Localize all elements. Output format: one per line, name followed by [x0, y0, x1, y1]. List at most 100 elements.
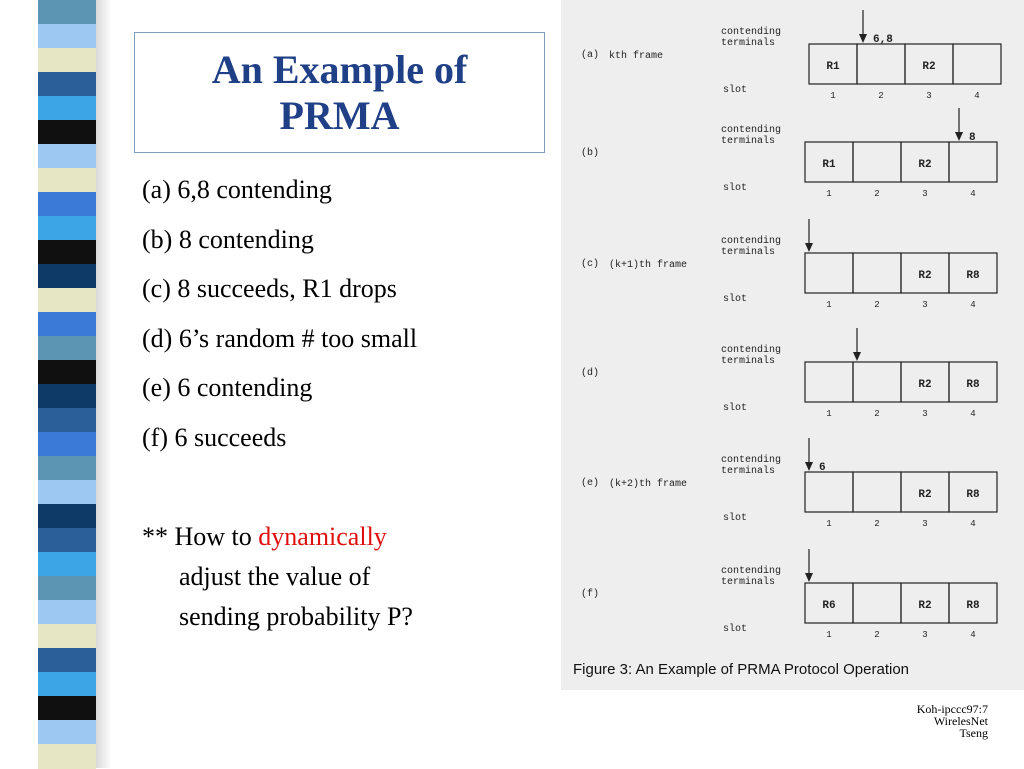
stripe-block — [38, 504, 96, 529]
footer-line-1: Koh-ipccc97:7 — [916, 702, 988, 716]
slot-cell — [804, 361, 854, 403]
slot-number: 4 — [970, 630, 975, 640]
bullet-e: (e) 6 contending — [142, 373, 313, 402]
slot-number: 4 — [970, 409, 975, 419]
frame-label: (k+1)th frame — [609, 259, 687, 271]
arrow-label: 6,8 — [873, 34, 893, 46]
slot-label: slot — [723, 182, 747, 194]
arrow-head — [805, 573, 813, 582]
slot-number: 2 — [878, 91, 883, 101]
stripe-block — [38, 48, 96, 73]
slot-number: 3 — [922, 300, 927, 310]
question-prefix: ** How to — [142, 522, 259, 551]
slot-cell — [948, 252, 998, 294]
stripe-block — [38, 240, 96, 265]
arrow-head — [859, 34, 867, 43]
panel-tag: (c) — [581, 258, 599, 270]
slot-label: slot — [723, 623, 747, 635]
stripe-shadow — [96, 0, 112, 768]
stripe-block — [38, 480, 96, 505]
stripe-block — [38, 264, 96, 289]
stripe-block — [38, 72, 96, 97]
slot-label: slot — [723, 512, 747, 524]
slot-number: 2 — [874, 519, 879, 529]
slot-reservation: R2 — [918, 159, 931, 171]
arrow-label: 8 — [969, 132, 976, 144]
question-emphasis: dynamically — [258, 522, 387, 551]
figure-caption: Figure 3: An Example of PRMA Protocol Op… — [573, 661, 909, 678]
bullet-d: (d) 6’s random # too small — [142, 323, 418, 353]
slot-number: 2 — [874, 409, 879, 419]
title-box: An Example of PRMA — [134, 32, 545, 153]
slot-number: 1 — [826, 409, 831, 419]
slot-reservation: R8 — [966, 489, 980, 501]
arrow-head — [955, 132, 963, 141]
contending-label-2: terminals — [721, 37, 775, 49]
stripe-block — [38, 696, 96, 721]
slot-reservation: R2 — [918, 600, 931, 612]
stripe-block — [38, 648, 96, 673]
slot-reservation: R2 — [918, 270, 931, 282]
stripe-block — [38, 624, 96, 649]
slot-cell — [948, 582, 998, 624]
slot-number: 2 — [874, 630, 879, 640]
bullet-f: (f) 6 succeeds — [142, 422, 287, 452]
slot-cell — [952, 43, 1002, 85]
slot-number: 1 — [826, 630, 831, 640]
contending-label-1: contending — [721, 454, 781, 466]
stripe-block — [38, 0, 96, 25]
stripe-block — [38, 672, 96, 697]
slide-title: An Example of PRMA — [211, 46, 468, 138]
stripe-block — [38, 384, 96, 409]
contending-label-2: terminals — [721, 465, 775, 477]
bullet-a: (a) 6,8 contending — [142, 175, 332, 204]
bullet-c: (c) 8 succeeds, R1 drops — [142, 274, 397, 303]
decorative-left-stripe — [0, 0, 112, 769]
question-line-2: adjust the value of — [179, 562, 371, 591]
slot-reservation: R6 — [822, 600, 835, 612]
slot-cell — [852, 252, 902, 294]
slot-number: 3 — [922, 519, 927, 529]
slot-number: 1 — [826, 189, 831, 199]
arrow-head — [805, 243, 813, 252]
panel-tag: (b) — [581, 147, 599, 159]
panel-tag: (f) — [581, 588, 599, 600]
stripe-block — [38, 336, 96, 361]
stripe-block — [38, 120, 96, 145]
slot-number: 4 — [970, 189, 975, 199]
footer-line-2: WirelesNet — [933, 714, 988, 728]
stripe-block — [38, 24, 96, 49]
stripe-block — [38, 96, 96, 121]
slot-label: slot — [723, 84, 747, 96]
slot-number: 2 — [874, 189, 879, 199]
stripe-block — [38, 744, 96, 769]
contending-label-1: contending — [721, 124, 781, 136]
arrow-label: 6 — [819, 462, 826, 474]
slot-reservation: R2 — [922, 61, 935, 73]
slot-reservation: R8 — [966, 379, 980, 391]
slot-number: 3 — [922, 189, 927, 199]
slot-cell — [852, 141, 902, 183]
slot-number: 3 — [922, 630, 927, 640]
stripe-block — [38, 720, 96, 745]
contending-label-2: terminals — [721, 355, 775, 367]
stripe-block — [38, 288, 96, 313]
slot-number: 2 — [874, 300, 879, 310]
contending-label-1: contending — [721, 26, 781, 38]
slot-reservation: R1 — [822, 159, 836, 171]
slot-reservation: R2 — [918, 489, 931, 501]
bullet-list: (a) 6,8 contending (b) 8 contending (c) … — [142, 172, 552, 469]
slot-reservation: R1 — [826, 61, 840, 73]
contending-label-1: contending — [721, 235, 781, 247]
stripe-block — [38, 216, 96, 241]
contending-label-2: terminals — [721, 246, 775, 258]
slot-number: 4 — [974, 91, 979, 101]
slot-number: 3 — [922, 409, 927, 419]
contending-label-1: contending — [721, 565, 781, 577]
arrow-head — [853, 352, 861, 361]
slot-number: 4 — [970, 519, 975, 529]
stripe-block — [38, 576, 96, 601]
slot-reservation: R8 — [966, 270, 980, 282]
